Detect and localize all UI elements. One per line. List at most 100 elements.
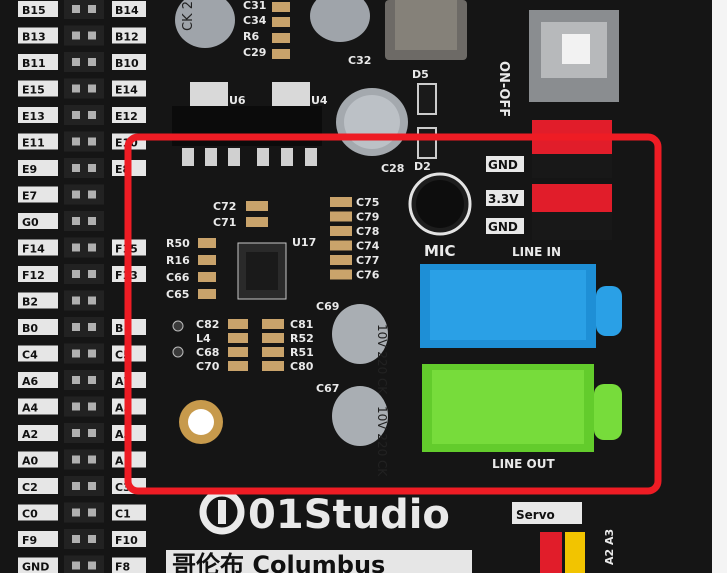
mic-face (416, 180, 464, 228)
pin (88, 164, 96, 172)
pin-pair (64, 78, 104, 99)
pin-label-box-left (18, 451, 58, 468)
ref-r16: R16 (166, 254, 190, 267)
servo-pin-yellow (565, 532, 585, 573)
pin (88, 31, 96, 40)
pin-label-box-left (18, 133, 58, 150)
smd-part (262, 347, 284, 357)
pin (88, 402, 96, 411)
pin-label-left: F14 (22, 243, 45, 256)
microphone: MIC (408, 172, 472, 260)
pin-pair (64, 555, 104, 573)
c72-label: C72 (213, 200, 236, 213)
right-margin (712, 0, 727, 573)
ref-c70: C70 (196, 360, 220, 373)
pin-label-left: B15 (22, 4, 46, 17)
pin (88, 455, 96, 464)
pin-label-box-right (112, 54, 146, 70)
highlight-box (124, 133, 662, 495)
pin (72, 31, 80, 40)
smd-4 (272, 49, 290, 59)
ref-r6: R6 (243, 30, 259, 43)
switch-label: ON-OFF (496, 61, 511, 117)
pin-label-right: B10 (115, 57, 139, 70)
pin (72, 137, 80, 146)
pin-pair (64, 370, 104, 390)
smd-part (198, 255, 216, 265)
cap-top-2 (310, 0, 370, 42)
pin-pair (64, 264, 104, 284)
reg-u6-label: U6 (229, 94, 246, 107)
pin-label-box-left (18, 292, 58, 309)
u17-die (246, 252, 278, 290)
smd-part (262, 333, 284, 343)
pin-label-box-right (112, 107, 146, 123)
ref-c66: C66 (166, 271, 190, 284)
pin-label-left: B0 (22, 322, 38, 335)
pin-pair (64, 343, 104, 364)
c67-body (332, 386, 388, 446)
pin-label-left: A0 (22, 455, 39, 468)
pin (72, 402, 80, 411)
pin-label-box-left (18, 319, 58, 335)
pin (72, 296, 80, 305)
line-in-barrel (596, 286, 622, 336)
switch-slider (562, 34, 590, 64)
header-black-2 (532, 212, 612, 240)
pin-label-left: B11 (22, 57, 46, 70)
smd-part (198, 272, 216, 282)
cap-top-1 (175, 0, 235, 48)
pin-label-box-left (18, 239, 58, 256)
pin-label-left: GND (22, 561, 49, 573)
pin (72, 429, 80, 437)
test-point (172, 346, 184, 358)
pin-label-box-left (18, 372, 58, 388)
pin-label-left: E9 (22, 163, 37, 176)
c72-c71: C72 C71 (213, 200, 268, 229)
d2-label: D2 (414, 160, 431, 173)
pin-label-left: C4 (22, 349, 38, 362)
pin-label-box-left (18, 478, 58, 494)
pin (88, 349, 96, 358)
pin-pair (64, 502, 104, 523)
pin-pair (64, 290, 104, 311)
smd-part (198, 289, 216, 299)
servo-block: Servo A2 A3 (512, 502, 616, 573)
brand-text: 01Studio (248, 492, 450, 538)
pin-label-box-left (18, 425, 58, 441)
pin (72, 164, 80, 172)
smd-part (262, 319, 284, 329)
pin-pair (64, 131, 104, 152)
pin-label-box-left (18, 557, 58, 573)
pin (72, 84, 80, 93)
pin-label-left: B2 (22, 296, 38, 309)
pin (72, 190, 80, 199)
pin (72, 217, 80, 225)
bottom-banner-text: 哥伦布 Columbus (172, 551, 385, 573)
servo-box (512, 502, 582, 524)
c28-label: C28 (381, 162, 404, 175)
pin (88, 323, 96, 331)
pin-label-box-left (18, 80, 58, 97)
pin-label-left: A4 (22, 402, 39, 415)
pin-label-box-left (18, 266, 58, 282)
line-out-barrel (594, 384, 622, 440)
pin-label-box-left (18, 531, 58, 547)
pin (88, 111, 96, 119)
pin-pair (64, 317, 104, 337)
brand-block: 01Studio (199, 489, 450, 538)
codec-chip: U17 (237, 236, 316, 300)
pin-label-box-right (112, 531, 146, 547)
pin (88, 137, 96, 146)
header-red-2 (532, 184, 612, 212)
pin-label-right: B12 (115, 31, 139, 44)
pin-label-left: E13 (22, 110, 45, 123)
reg-pin-2 (205, 148, 217, 166)
pin (72, 270, 80, 278)
smd-part (330, 226, 352, 236)
top-left-refs: C31 C34 R6 C29 (243, 0, 290, 59)
